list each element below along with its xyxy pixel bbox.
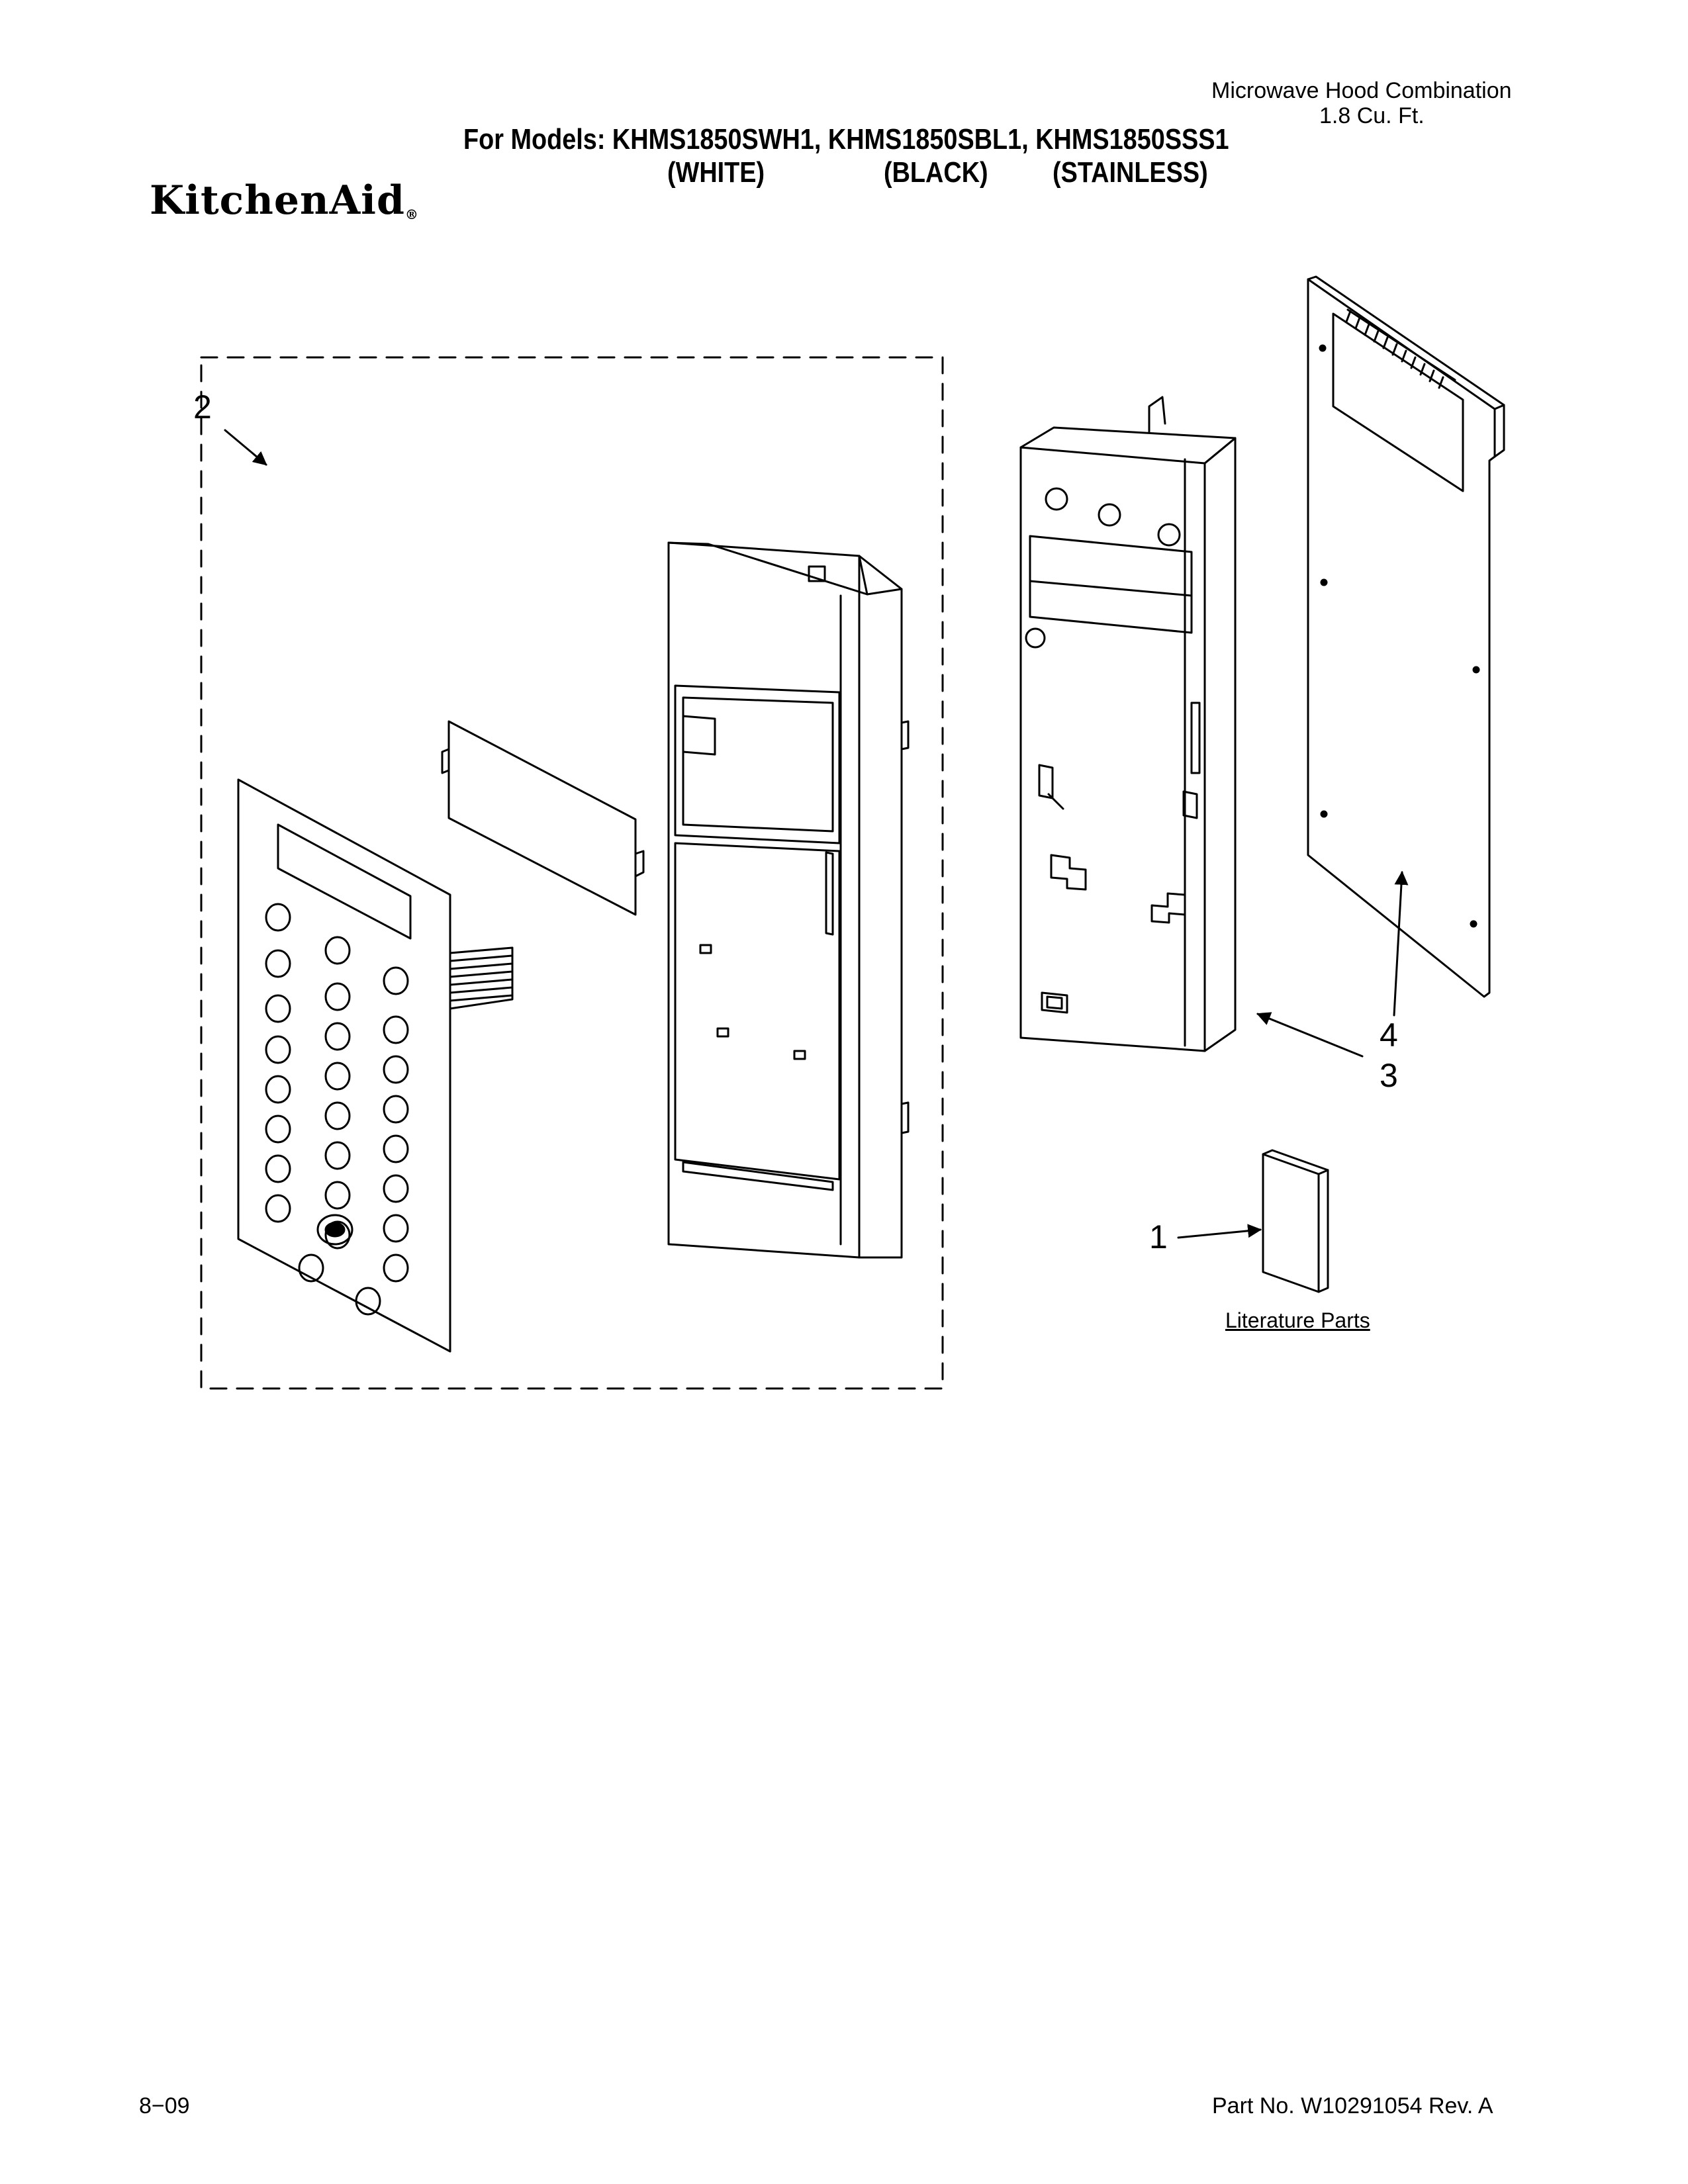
literature-booklet <box>1262 1149 1329 1293</box>
mounting-bracket <box>1019 396 1237 1052</box>
literature-parts-label: Literature Parts <box>1225 1308 1370 1332</box>
brand-logo: KitchenAid® <box>150 177 418 224</box>
part-number: Part No. W10291054 Rev. A <box>1212 2093 1493 2118</box>
color-black: (BLACK) <box>884 156 988 189</box>
callout-2: 2 <box>193 388 212 426</box>
callout-3: 3 <box>1380 1057 1398 1094</box>
brand-name: KitchenAid <box>150 177 405 224</box>
keypad-membrane <box>237 778 514 1353</box>
model-list: For Models: KHMS1850SWH1, KHMS1850SBL1, … <box>463 123 1229 156</box>
product-capacity: 1.8 Cu. Ft. <box>1319 103 1425 128</box>
registered-mark: ® <box>404 206 418 222</box>
leader-3 <box>1256 1012 1364 1058</box>
assembly-group-box <box>200 356 944 1390</box>
color-stainless: (STAINLESS) <box>1053 156 1208 189</box>
control-board <box>1307 275 1505 998</box>
color-white: (WHITE) <box>667 156 765 189</box>
leader-1 <box>1177 1224 1262 1239</box>
display-window <box>441 720 645 916</box>
product-type: Microwave Hood Combination <box>1211 78 1512 103</box>
leader-2 <box>224 429 267 466</box>
leader-4 <box>1393 870 1409 1017</box>
callout-4: 4 <box>1380 1017 1398 1054</box>
revision-date: 8−09 <box>139 2093 190 2118</box>
control-panel-housing <box>667 541 910 1259</box>
callout-1: 1 <box>1149 1218 1168 1255</box>
